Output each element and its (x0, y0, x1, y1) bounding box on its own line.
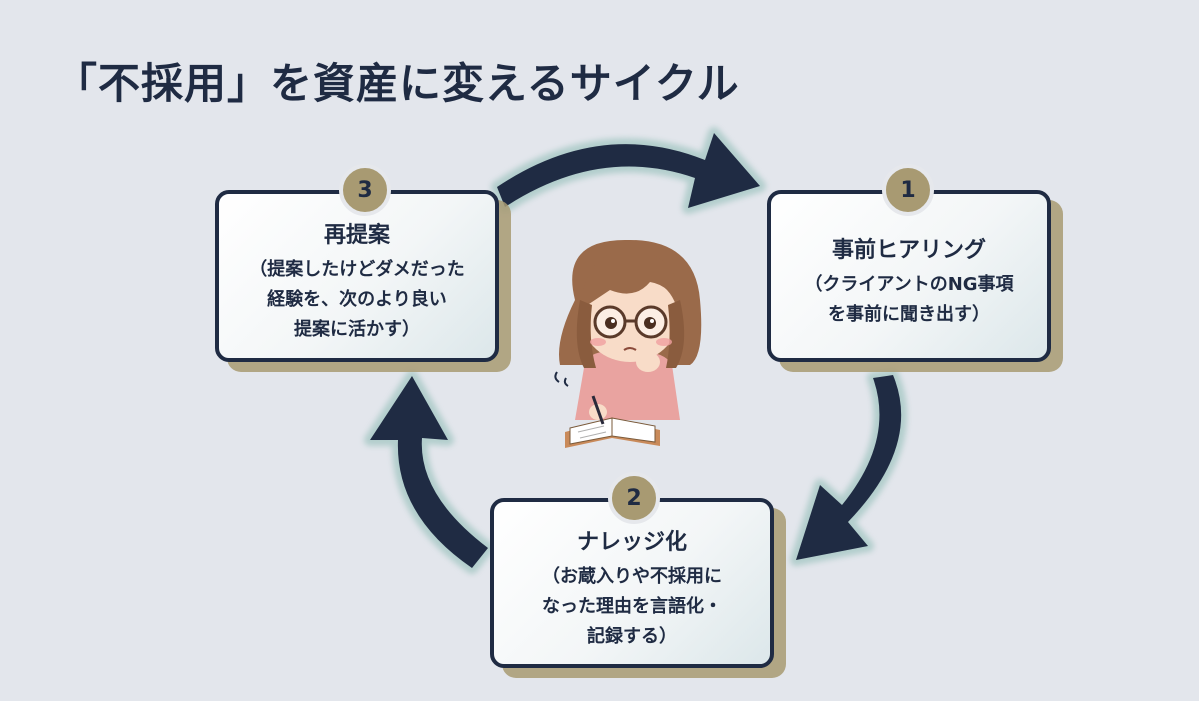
step-3-description: （提案したけどダメだった 経験を、次のより良い 提案に活かす） (249, 255, 464, 345)
step-2-description: （お蔵入りや不採用に なった理由を言語化・ 記録する） (542, 562, 722, 652)
step-1-line-2: を事前に聞き出す） (828, 304, 990, 325)
arrow-3-to-1 (491, 127, 766, 214)
step-3-title: 再提案 (323, 223, 390, 248)
step-3-line-2: 経験を、次のより良い (267, 289, 447, 310)
step-2-title: ナレッジ化 (576, 530, 687, 555)
step-3-line-1: （提案したけどダメだった (249, 259, 465, 280)
step-card-2: ナレッジ化 （お蔵入りや不採用に なった理由を言語化・ 記録する） (490, 498, 786, 678)
step-2-line-1: （お蔵入りや不採用に (542, 566, 722, 587)
step-2-line-3: 記録する） (587, 626, 677, 647)
step-card-3: 再提案 （提案したけどダメだった 経験を、次のより良い 提案に活かす） (215, 190, 511, 372)
arrow-1-to-2 (790, 369, 908, 566)
step-3-line-3: 提案に活かす） (294, 319, 420, 340)
page-title: 「不採用」を資産に変えるサイクル (55, 59, 740, 108)
step-1-line-1: （クライアントのNG事項 (804, 274, 1014, 295)
step-2-badge: 2 (608, 472, 660, 524)
arrow-2-to-3 (364, 370, 494, 574)
thinking-girl-illustration (554, 239, 702, 448)
step-1-badge: 1 (882, 164, 934, 216)
step-3-badge: 3 (339, 164, 391, 216)
step-1-description: （クライアントのNG事項 を事前に聞き出す） (804, 270, 1013, 330)
step-1-title: 事前ヒアリング (831, 238, 986, 263)
step-2-line-2: なった理由を言語化・ (542, 596, 722, 617)
